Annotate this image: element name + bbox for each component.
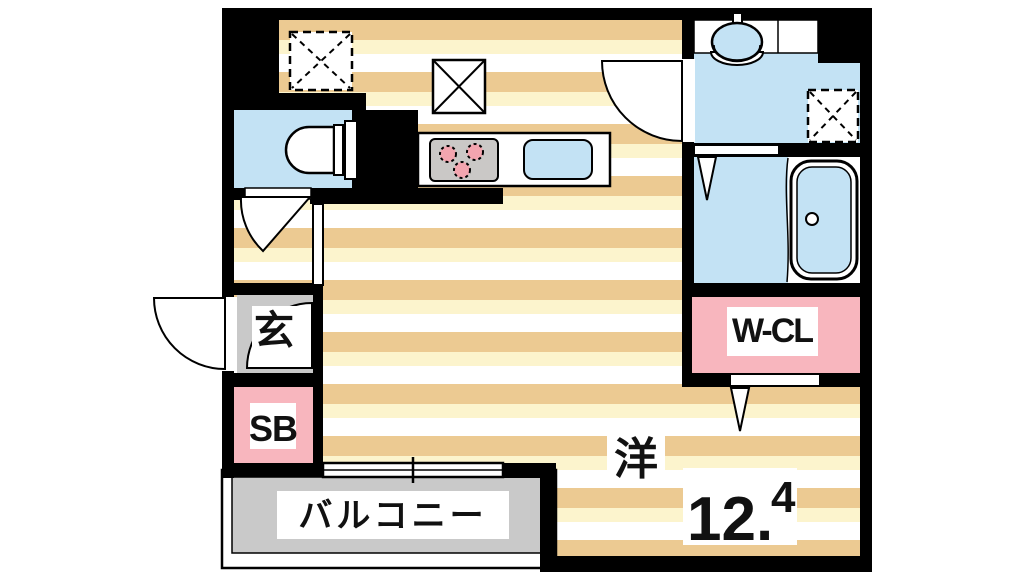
burner-icon xyxy=(453,161,471,179)
bathroom-floor-line xyxy=(785,157,789,283)
wall-segment xyxy=(540,463,556,570)
room-size-sup: 4 xyxy=(771,473,796,522)
wall-segment xyxy=(222,463,323,477)
pillar-cross xyxy=(432,59,486,114)
bathtub-drain-icon xyxy=(805,212,819,226)
wall-segment xyxy=(540,556,872,572)
wall-segment xyxy=(222,93,366,110)
toilet-door-arc-icon xyxy=(239,196,313,253)
room-type-label: 洋 xyxy=(614,435,658,484)
wall-segment xyxy=(222,373,323,387)
dashed-box-washroom xyxy=(806,88,860,144)
washbasin-rim xyxy=(713,44,761,61)
room-size-main: 12. xyxy=(687,485,773,554)
balcony-label: バルコニー xyxy=(298,497,487,535)
pillar-box-solid xyxy=(431,58,487,115)
main-door-arc-icon xyxy=(600,60,683,143)
dashed-cross xyxy=(291,33,351,89)
room-type-label-bg xyxy=(607,430,665,483)
wall-segment xyxy=(352,110,418,192)
dashed-cross xyxy=(809,91,857,141)
wcl-door-bar xyxy=(729,373,821,387)
entrance-door-arc-exterior-icon xyxy=(152,297,226,371)
wcl-label: W-CL xyxy=(732,312,813,350)
toilet-tank-icon xyxy=(333,124,344,176)
kitchen-sink-icon xyxy=(523,139,593,180)
toilet-tank-icon xyxy=(344,120,358,180)
wall-segment xyxy=(222,8,872,20)
burner-icon xyxy=(439,145,457,163)
wall-segment xyxy=(222,283,323,295)
entrance-label: 玄 xyxy=(254,309,294,353)
dashed-box-kitchen xyxy=(288,30,354,92)
shoe-box-label-bg xyxy=(250,403,296,449)
stove-burners xyxy=(439,143,484,179)
bath-door-bar xyxy=(693,144,780,156)
room-size-label-bg xyxy=(683,468,797,545)
dashed-cross xyxy=(291,33,351,89)
burner-icon xyxy=(466,143,484,161)
toilet-bowl-icon xyxy=(284,125,336,175)
wall-segment xyxy=(310,188,503,204)
washbasin-icon xyxy=(710,21,764,63)
shoe-box-label: SB xyxy=(249,408,297,449)
wall-segment xyxy=(222,8,234,478)
bathtub-inner xyxy=(796,166,852,274)
wcl-label-bg xyxy=(727,307,818,356)
wall-segment xyxy=(682,283,872,297)
main-door-gap xyxy=(680,59,695,142)
entrance-label-bg xyxy=(252,306,297,352)
floor-mask xyxy=(218,568,540,576)
bath-door-swing-icon xyxy=(696,156,718,201)
partition-wall xyxy=(312,203,324,286)
balcony-label-bg xyxy=(277,491,509,539)
wcl-door-swing-icon xyxy=(729,387,751,432)
